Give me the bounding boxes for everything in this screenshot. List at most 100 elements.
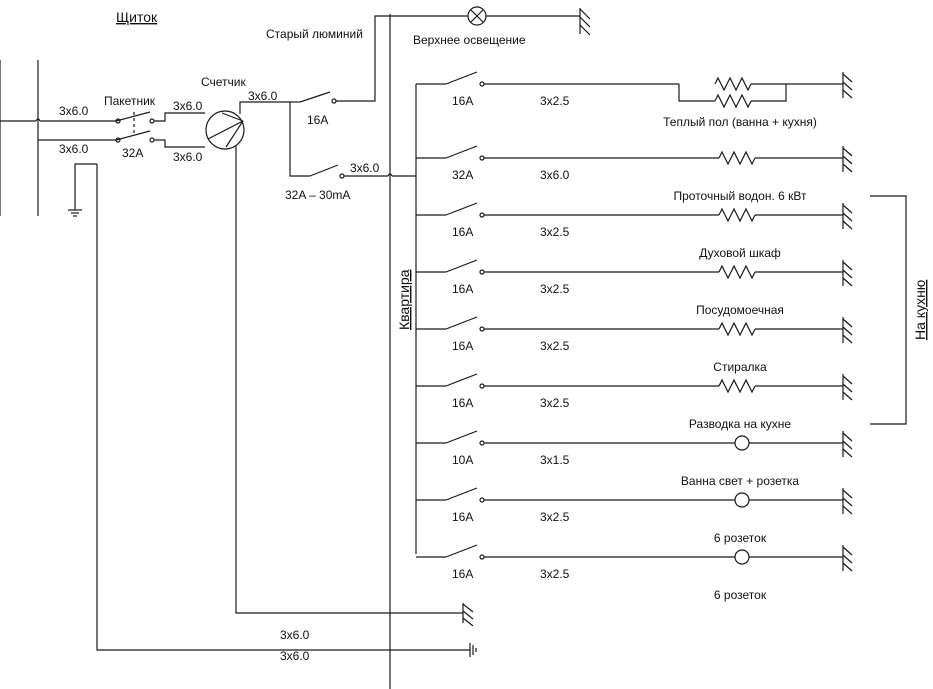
load-label: 6 розеток [714,531,767,545]
breaker-rating: 10A [452,453,473,467]
top-light-label: Верхнее освещение [413,33,526,47]
breaker-contact-icon [479,554,485,560]
circuit-9: 16A 3x2.5 6 розеток [416,544,853,602]
meter-cable: 3x6.0 [248,89,278,103]
ground-icon [842,146,853,173]
top-ground-icon [579,8,591,36]
switch-cable-bottom: 3x6.0 [173,150,203,164]
old-wiring-label: Старый люминий [266,27,363,41]
panel-section [0,6,907,689]
breaker-contact-icon [479,383,485,389]
cable-spec: 3x2.5 [540,339,570,353]
meter-neutral-wire [235,146,390,614]
load-label: Стиралка [713,360,767,374]
ground-wire-bottom [96,164,470,651]
resistor-icon [714,93,752,109]
lamp-icon [734,492,750,508]
breaker-contact-icon [479,497,485,503]
ground-icon [842,203,853,230]
bottom-cable-1: 3x6.0 [280,628,310,642]
breaker-rating: 16A [452,567,473,581]
neutral-ground-icon [462,603,474,627]
cable-spec: 3x6.0 [540,168,570,182]
rcd-cable: 3x6.0 [350,161,380,175]
breaker-rating: 16A [452,339,473,353]
load-label: Посудомоечная [696,303,784,317]
main-breaker-icon [299,91,331,103]
breaker-icon [445,373,478,387]
switch-label: Пакетник [104,94,156,108]
packet-switch-icon [115,111,155,143]
load-label: Ванна свет + розетка [681,474,799,488]
breaker-rating: 16A [452,282,473,296]
breaker-icon [445,202,478,216]
cable-spec: 3x2.5 [540,282,570,296]
breaker-contact-icon [479,440,485,446]
breaker-rating: 16A [452,396,473,410]
resistor-icon [718,207,756,223]
cable-spec: 3x2.5 [540,225,570,239]
panel-title: Щиток [116,9,158,25]
resistor-icon [714,76,752,92]
kitchen-label: На кухню [912,280,928,340]
meter-icon [205,110,245,150]
load-label: Разводка на кухне [689,417,791,431]
ground-icon [842,72,853,99]
meter-label: Счетчик [201,75,247,89]
resistor-icon [718,378,756,394]
apartment-label: Квартира [396,269,412,330]
switch-rating: 32A [122,146,143,160]
breaker-icon [445,430,478,444]
breaker-rating: 16A [452,510,473,524]
breaker-icon [445,145,478,159]
breaker-contact-icon [479,81,485,87]
ground-icon [842,431,853,458]
load-label: Проточный водон. 6 кВт [673,189,807,203]
breaker-contact-icon [479,155,485,161]
ground-wire-left [74,163,97,210]
switch-cable-top: 3x6.0 [173,99,203,113]
breaker-contact-icon [479,326,485,332]
earth-icon [469,643,477,657]
cable-spec: 3x2.5 [540,567,570,581]
rcd-icon [309,164,339,177]
breaker-icon [445,316,478,330]
breaker-contact-icon [479,269,485,275]
breaker-icon [445,544,478,558]
lamp-icon [734,435,750,451]
cable-spec: 3x2.5 [540,510,570,524]
ground-icon [842,317,853,344]
old-wiring-line [336,15,468,102]
cable-spec: 3x1.5 [540,453,570,467]
breaker-icon [445,71,478,85]
top-lamp-icon [467,6,487,26]
breaker-rating: 16A [452,225,473,239]
ground-icon [842,488,853,515]
ground-icon [842,374,853,401]
cable-in-bottom: 3x6.0 [59,142,89,156]
breaker-icon [445,487,478,501]
load-label: 6 розеток [714,588,767,602]
kitchen-bracket [870,195,907,425]
rcd-label: 32A – 30mA [285,188,350,202]
cable-in-top: 3x6.0 [59,104,89,118]
load-label: Духовой шкаф [699,246,781,260]
breaker-icon [445,259,478,273]
resistor-icon [718,150,756,166]
bottom-cable-2: 3x6.0 [280,649,310,663]
main-breaker-rating: 16A [307,113,328,127]
ground-icon [842,260,853,287]
ground-icon [842,545,853,572]
cable-spec: 3x2.5 [540,94,570,108]
breaker-rating: 32A [452,168,473,182]
breaker-rating: 16A [452,94,473,108]
